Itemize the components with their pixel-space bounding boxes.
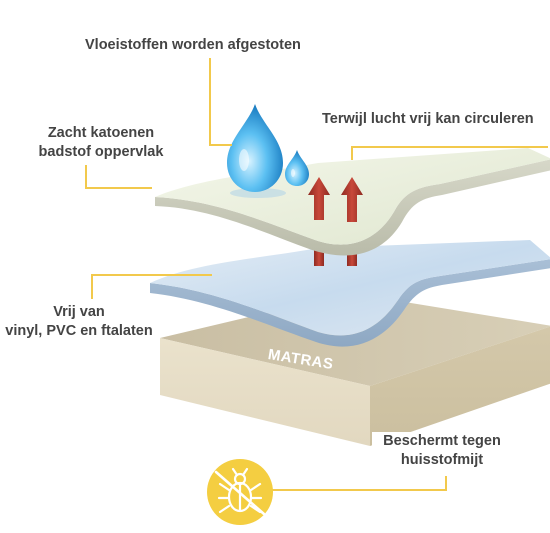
connector-cotton bbox=[85, 165, 152, 189]
mattress-front-face bbox=[160, 338, 370, 446]
label-liquids-text: Vloeistoffen worden afgestoten bbox=[85, 37, 301, 53]
water-drop-icon bbox=[227, 104, 283, 192]
membrane-layer bbox=[150, 240, 550, 347]
label-cotton-surface: Zacht katoenen badstof oppervlak bbox=[26, 124, 176, 162]
air-flow-upper bbox=[308, 177, 363, 222]
air-flow-arrow-icon bbox=[308, 177, 330, 220]
label-mites-line-1: Beschermt tegen bbox=[383, 433, 501, 449]
water-drop-icon bbox=[285, 150, 309, 186]
label-cotton-line-2: badstof oppervlak bbox=[38, 144, 164, 160]
label-vinyl-line-2: vinyl, PVC en ftalaten bbox=[5, 323, 153, 339]
connector-liquids bbox=[209, 58, 232, 146]
label-air-text: Terwijl lucht vrij kan circuleren bbox=[322, 111, 534, 127]
connector-mites bbox=[268, 476, 447, 491]
membrane-edge bbox=[150, 259, 550, 347]
label-liquids-repelled: Vloeistoffen worden afgestoten bbox=[85, 36, 345, 55]
mattress-side-face bbox=[370, 326, 550, 446]
air-flow-lower bbox=[314, 248, 357, 266]
membrane-surface bbox=[150, 240, 550, 336]
label-mites-line-2: huisstofmijt bbox=[400, 452, 484, 468]
cotton-edge bbox=[155, 159, 550, 256]
drop-shadow bbox=[230, 188, 286, 198]
label-vinyl-free: Vrij van vinyl, PVC en ftalaten bbox=[4, 303, 154, 341]
air-flow-arrow-icon bbox=[314, 248, 324, 266]
connector-air bbox=[351, 146, 548, 160]
label-dust-mites: Beschermt tegen huisstofmijt bbox=[372, 432, 512, 470]
air-flow-arrow-icon bbox=[341, 177, 363, 222]
connector-vinyl bbox=[91, 274, 212, 299]
no-dust-mite-icon bbox=[207, 459, 273, 525]
label-air-circulation: Terwijl lucht vrij kan circuleren bbox=[322, 110, 550, 129]
label-vinyl-line-1: Vrij van bbox=[53, 304, 105, 320]
connector-lines bbox=[85, 58, 548, 491]
label-cotton-line-1: Zacht katoenen bbox=[47, 125, 155, 141]
air-flow-arrow-icon bbox=[347, 248, 357, 266]
